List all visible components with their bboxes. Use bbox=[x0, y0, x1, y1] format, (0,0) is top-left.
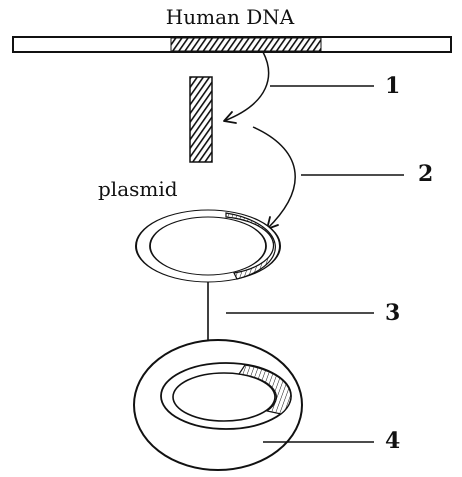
title-human-dna: Human DNA bbox=[166, 5, 295, 29]
step-label-4: 4 bbox=[385, 428, 400, 454]
human-gene-segment bbox=[171, 38, 321, 51]
step-label-3: 3 bbox=[385, 300, 400, 326]
arrowhead-1 bbox=[224, 112, 236, 123]
recombinant-plasmid bbox=[136, 210, 280, 282]
step-label-1: 1 bbox=[385, 73, 400, 99]
arrow-1 bbox=[224, 52, 269, 121]
plasmid-label: plasmid bbox=[98, 177, 178, 201]
human-dna-strand bbox=[13, 37, 451, 52]
isolated-gene-fragment bbox=[190, 77, 212, 162]
arrow-2 bbox=[253, 127, 295, 229]
plasmid-in-cell bbox=[161, 363, 291, 429]
step-label-2: 2 bbox=[418, 161, 433, 187]
